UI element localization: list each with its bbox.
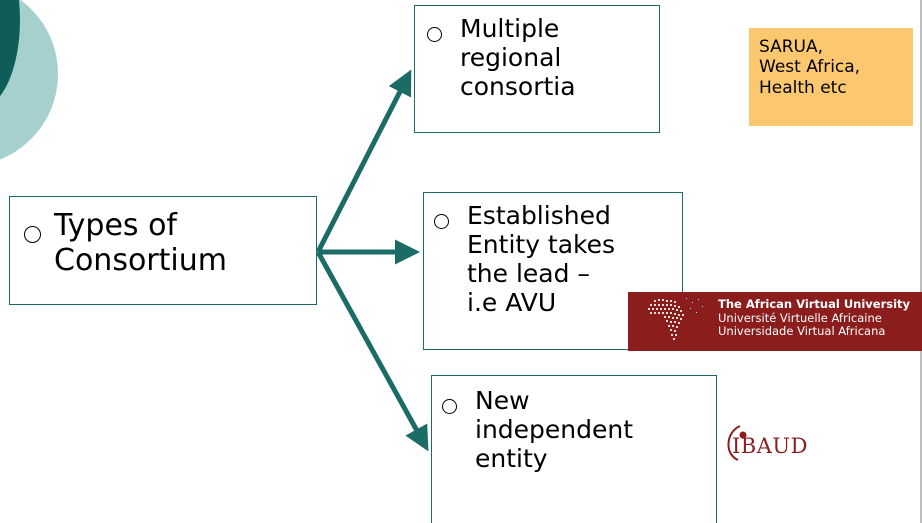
right-border [920, 0, 922, 523]
avu-logo: The African Virtual University Universit… [628, 292, 922, 351]
decorative-circles [0, 0, 58, 160]
branch-item: Multiple regional consortia [427, 14, 576, 101]
branch-label-line: Established [467, 201, 611, 230]
branch-label-line: entity [475, 444, 548, 473]
ibaud-logo: IBAUD [716, 418, 836, 478]
branch-label: New independent entity [475, 386, 633, 473]
root-node: Types of Consortium [9, 196, 317, 305]
root-label: Types of Consortium [54, 208, 227, 279]
ibaud-swoosh-icon [727, 425, 747, 461]
avu-logo-line: Universidade Virtual Africana [718, 324, 886, 339]
branch-node-regional: Multiple regional consortia [414, 5, 660, 133]
bullet-icon [24, 226, 41, 243]
root-item: Types of Consortium [24, 208, 227, 279]
branch-label-line: consortia [460, 72, 576, 101]
avu-logo-line: The African Virtual University [718, 297, 911, 311]
branch-label-line: regional [460, 43, 562, 72]
branch-label-line: i.e AVU [467, 288, 557, 317]
arrow-to-regional-consortia [315, 69, 412, 254]
sarua-note: SARUA, West Africa, Health etc [749, 28, 913, 126]
branch-item: Established Entity takes the lead – i.e … [434, 201, 615, 317]
branch-node-new: New independent entity [431, 375, 717, 523]
branch-label: Multiple regional consortia [460, 14, 576, 101]
decor-circle-dark [0, 0, 20, 97]
root-label-line: Consortium [54, 242, 227, 278]
avu-logo-line: Université Virtuelle Africaine [718, 310, 882, 325]
branch-label-line: Entity takes [467, 230, 616, 259]
avu-logo-text: The African Virtual University Universit… [718, 297, 911, 339]
bullet-icon [434, 214, 449, 229]
branch-label-line: independent [475, 415, 634, 444]
note-line: West Africa, [759, 57, 861, 78]
bullet-icon [442, 399, 457, 414]
branch-label-line: the lead – [467, 259, 590, 288]
bullet-icon [427, 27, 442, 42]
branch-item: New independent entity [442, 386, 633, 473]
note-line: Health etc [759, 77, 847, 98]
branch-label: Established Entity takes the lead – i.e … [467, 201, 615, 317]
ibaud-logo-text: IBAUD [732, 434, 808, 458]
arrow-to-new-entity [315, 250, 429, 452]
branch-label-line: Multiple [460, 14, 560, 43]
africa-map-icon [648, 298, 703, 340]
root-label-line: Types of [54, 208, 177, 243]
branch-label-line: New [475, 386, 530, 415]
note-line: SARUA, [759, 37, 824, 57]
